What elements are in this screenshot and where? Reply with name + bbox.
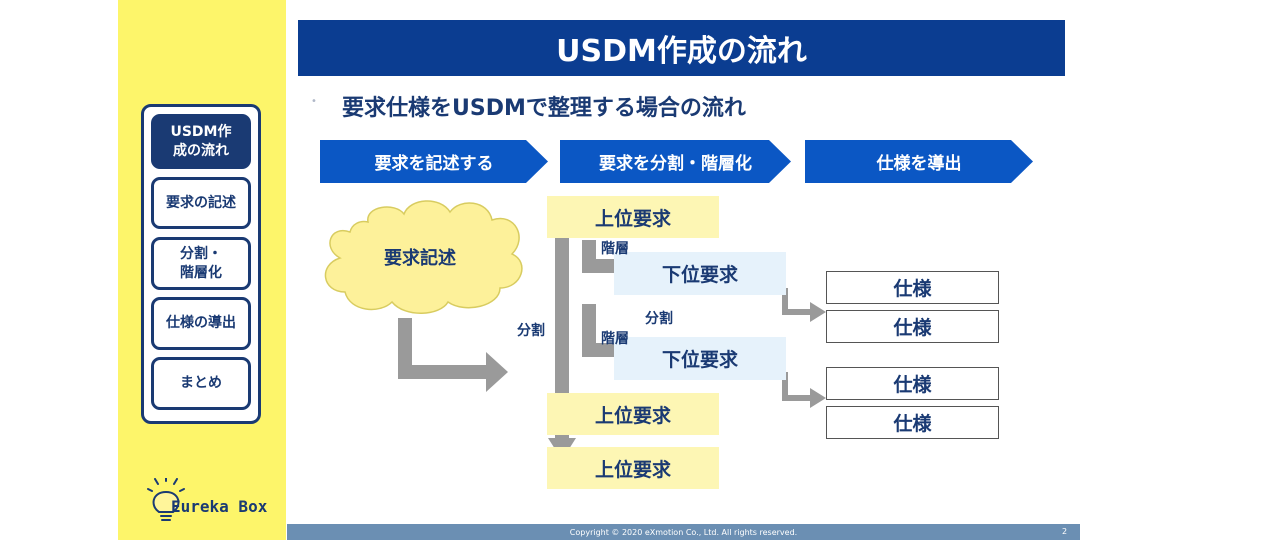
page-title: USDM作成の流れ xyxy=(298,20,1065,76)
step-describe: 要求を記述する xyxy=(320,140,548,183)
lower-requirement-box: 下位要求 xyxy=(614,337,786,380)
logo-text: Eureka Box xyxy=(171,497,268,516)
step-split-hierarchy: 要求を分割・階層化 xyxy=(560,140,791,183)
spec-box: 仕様 xyxy=(826,406,999,439)
arrow-head-cloud xyxy=(486,352,508,392)
cloud-shape xyxy=(324,200,523,314)
lightbulb-icon xyxy=(147,478,185,521)
arrow-head-spec-2 xyxy=(810,388,826,408)
nav-item-spec-derivation[interactable]: 仕様の導出 xyxy=(151,297,251,350)
hierarchy-label: 階層 xyxy=(601,241,629,257)
arrow-head-spec-1 xyxy=(810,302,826,322)
hierarchy-label: 階層 xyxy=(601,331,629,347)
step-derive-spec: 仕様を導出 xyxy=(805,140,1033,183)
bullet-icon: • xyxy=(311,96,317,107)
spec-box: 仕様 xyxy=(826,271,999,304)
footer-copyright: Copyright © 2020 eXmotion Co., Ltd. All … xyxy=(287,524,1080,540)
upper-requirement-box: 上位要求 xyxy=(547,393,719,435)
page-number: 2 xyxy=(1062,527,1068,536)
nav-item-split-hierarchy[interactable]: 分割・ 階層化 xyxy=(151,237,251,290)
lower-requirement-box: 下位要求 xyxy=(614,252,786,295)
split-label: 分割 xyxy=(517,323,545,339)
subtitle: 要求仕様をUSDMで整理する場合の流れ xyxy=(342,96,746,121)
upper-requirement-box: 上位要求 xyxy=(547,196,719,238)
cloud-label: 要求記述 xyxy=(384,248,456,269)
nav-item-requirement-description[interactable]: 要求の記述 xyxy=(151,177,251,229)
spec-box: 仕様 xyxy=(826,310,999,343)
spec-box: 仕様 xyxy=(826,367,999,400)
split-label: 分割 xyxy=(645,311,673,327)
nav-item-summary[interactable]: まとめ xyxy=(151,357,251,410)
upper-requirement-box: 上位要求 xyxy=(547,447,719,489)
nav-item-usdm-flow[interactable]: USDM作 成の流れ xyxy=(151,114,251,169)
